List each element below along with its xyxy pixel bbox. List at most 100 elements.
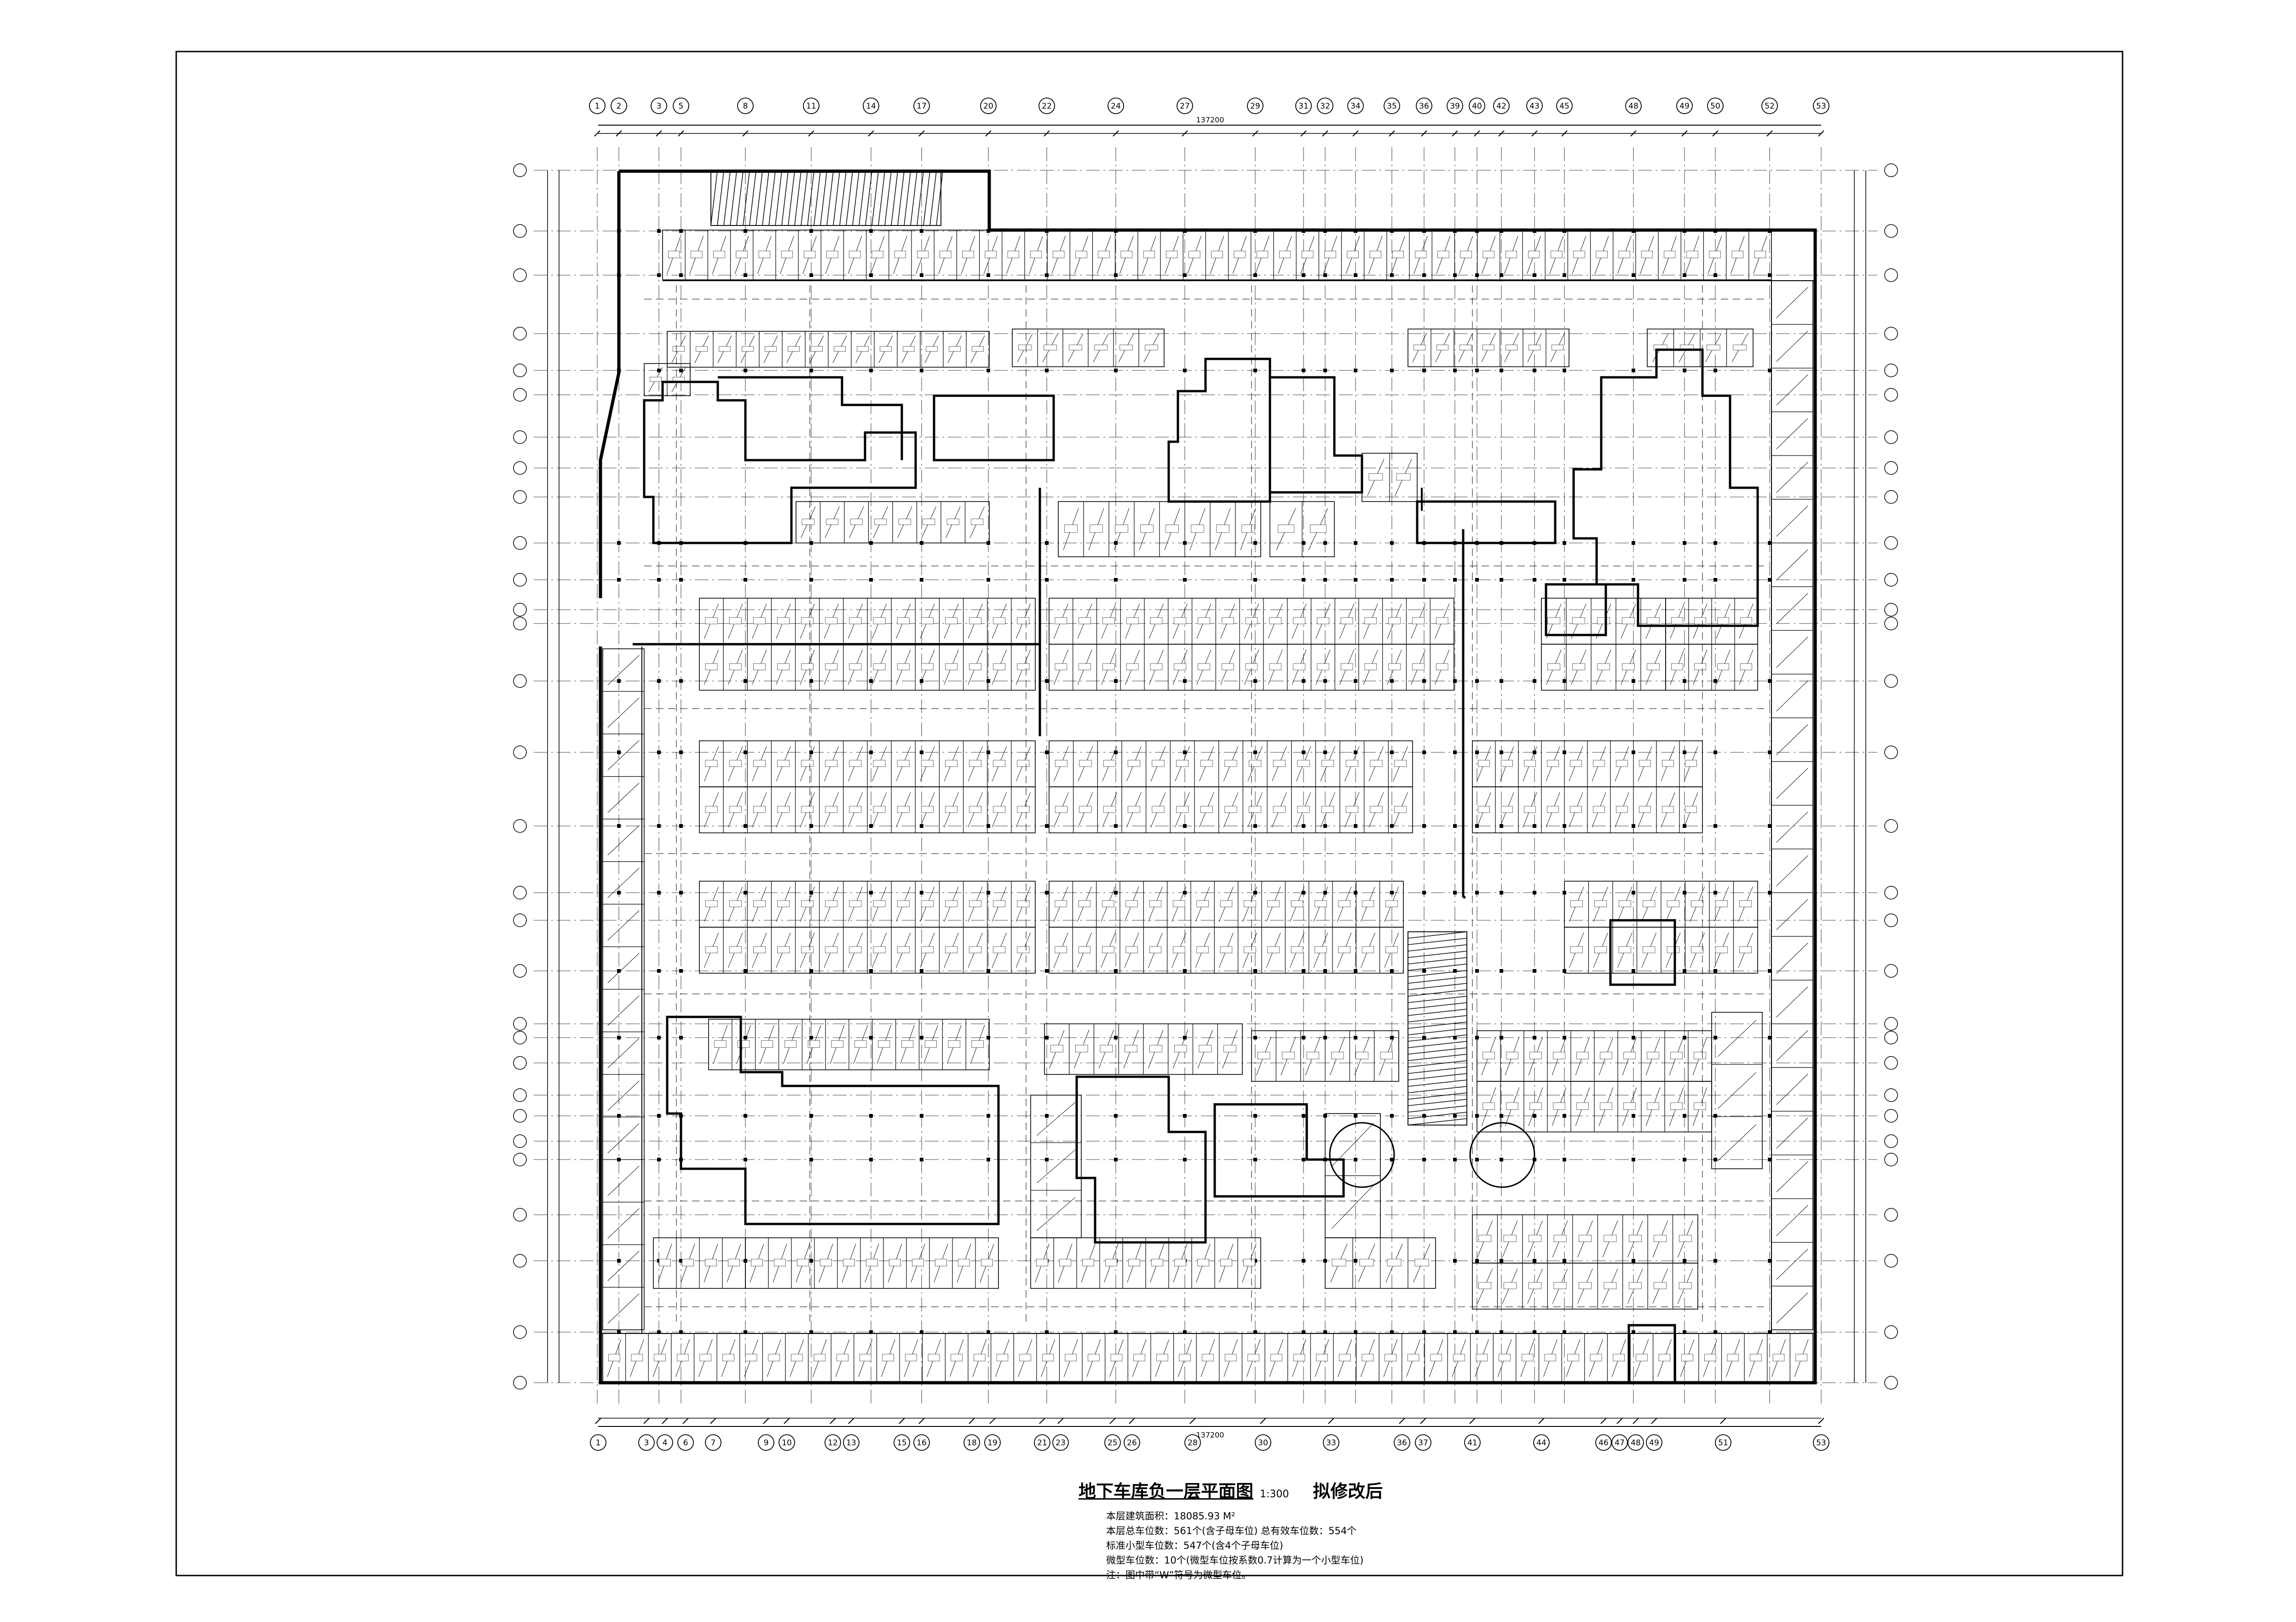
- grid-bubble: [1108, 98, 1124, 114]
- grid-bubble-label: 5: [679, 102, 684, 111]
- grid-bubble-left: [513, 886, 527, 900]
- grid-bubble-left: [513, 617, 527, 630]
- grid-bubble: [913, 1434, 930, 1451]
- grid-bubble-right: [1884, 268, 1898, 282]
- grid-bubble: [1526, 98, 1543, 114]
- grid-bubble-right: [1884, 603, 1898, 617]
- grid-bubble: [825, 1434, 841, 1451]
- grid-bubble-right: [1884, 388, 1898, 402]
- ramp-hatch: [710, 171, 1467, 1126]
- grid-bubble-right: [1884, 364, 1898, 377]
- grid-bubble-right: [1884, 1017, 1898, 1031]
- grid-bubble-right: [1884, 1088, 1898, 1102]
- grid-bubble-left: [513, 1254, 527, 1268]
- grid-bubble-label: 41: [1467, 1438, 1477, 1448]
- grid-bubble: [1625, 98, 1642, 114]
- grid-bubble-left: [513, 364, 527, 377]
- grid-bubble-right: [1884, 819, 1898, 833]
- grid-bubble: [1052, 1434, 1069, 1451]
- grid-bubble: [1295, 98, 1312, 114]
- grid-bubble-right: [1884, 1254, 1898, 1268]
- grid-bubble-left: [513, 224, 527, 238]
- grid-bubble: [1347, 98, 1364, 114]
- total-dimension-bottom: 137200: [1196, 1431, 1224, 1439]
- grid-bubble: [1707, 98, 1724, 114]
- grid-bubble-right: [1884, 1325, 1898, 1339]
- grid-bubble-label: 28: [1188, 1438, 1198, 1448]
- grid-bubble-right: [1884, 964, 1898, 978]
- grid-bubble: [1676, 98, 1693, 114]
- drawing-notes: 本层建筑面积：18085.93 M² 本层总车位数：561个(含子母车位) 总有…: [1106, 1509, 1539, 1582]
- grid-bubble-label: 1: [595, 102, 600, 111]
- grid-bubble: [1469, 98, 1485, 114]
- grid-bubble: [673, 98, 689, 114]
- grid-bubble-left: [513, 603, 527, 617]
- grid-bubble-right: [1884, 674, 1898, 688]
- grid-bubble-label: 53: [1816, 102, 1826, 111]
- grid-bubble-label: 23: [1056, 1438, 1066, 1448]
- grid-bubble-label: 50: [1710, 102, 1720, 111]
- grid-bubble-left: [513, 388, 527, 402]
- grid-bubble-left: [513, 268, 527, 282]
- grid-bubble: [1715, 1434, 1731, 1451]
- grid-bubble-label: 36: [1419, 102, 1429, 111]
- grid-bubble: [1255, 1434, 1271, 1451]
- grid-bubble: [758, 1434, 774, 1451]
- grid-bubble-label: 34: [1350, 102, 1361, 111]
- grid-bubble-left: [513, 674, 527, 688]
- grid-bubble: [638, 1434, 655, 1451]
- garage-outline: [599, 169, 1817, 1385]
- grid-bubble: [1556, 98, 1573, 114]
- note-line: 微型车位数：10个(微型车位按系数0.7计算为一个小型车位): [1106, 1555, 1364, 1566]
- note-line: 注：图中带“W”符号为微型车位。: [1106, 1570, 1252, 1581]
- grid-bubble-label: 51: [1718, 1438, 1728, 1448]
- grid-bubble-label: 9: [764, 1438, 769, 1448]
- grid-bubble-label: 49: [1649, 1438, 1659, 1448]
- title-block: 地下车库负一层平面图 1:300 拟修改后 本层建筑面积：18085.93 M²…: [1079, 1477, 1539, 1582]
- grid-bubble-right: [1884, 1208, 1898, 1222]
- grid-bubble-right: [1884, 886, 1898, 900]
- note-line: 本层建筑面积：18085.93 M²: [1106, 1511, 1235, 1522]
- grid-bubble-label: 18: [967, 1438, 977, 1448]
- grid-bubble: [1177, 98, 1193, 114]
- note-line: 本层总车位数：561个(含子母车位) 总有效车位数：554个: [1106, 1525, 1357, 1536]
- grid-bubble-label: 2: [617, 102, 622, 111]
- drawing-scale: 1:300: [1260, 1489, 1289, 1500]
- grid-bubble-label: 48: [1628, 102, 1638, 111]
- grid-bubble-label: 39: [1450, 102, 1460, 111]
- grid-bubble: [1447, 98, 1463, 114]
- grid-bubble-left: [513, 573, 527, 587]
- grid-bubble-right: [1884, 490, 1898, 504]
- grid-bubble-label: 32: [1320, 102, 1330, 111]
- grid-bubble: [913, 98, 930, 114]
- grid-bubble-right: [1884, 1031, 1898, 1045]
- grid-bubble-label: 36: [1397, 1438, 1407, 1448]
- grid-bubble: [1104, 1434, 1121, 1451]
- dimension-line-top: 137200: [594, 115, 1824, 137]
- grid-bubble-right: [1884, 617, 1898, 630]
- grid-bubble-label: 44: [1536, 1438, 1546, 1448]
- grid-bubble-left: [513, 1376, 527, 1390]
- grid-bubble-label: 20: [983, 102, 993, 111]
- lower-service-cores: [666, 919, 1676, 1384]
- grid-bubble: [863, 98, 879, 114]
- grid-bubble: [984, 1434, 1001, 1451]
- grid-bubble-label: 10: [782, 1438, 792, 1448]
- grid-bubble-left: [513, 430, 527, 444]
- grid-bubble: [1627, 1434, 1644, 1451]
- grid-bubble-left: [513, 1208, 527, 1222]
- note-line: 标准小型车位数：547个(含4个子母车位): [1106, 1540, 1283, 1551]
- grid-bubble-right: [1884, 1134, 1898, 1148]
- grid-bubble-label: 37: [1418, 1438, 1428, 1448]
- grid-bubble: [1184, 1434, 1201, 1451]
- structure-details: [633, 488, 1535, 1188]
- grid-bubble: [611, 98, 627, 114]
- upper-service-cores: [643, 348, 1759, 636]
- grid-bubble: [1813, 1434, 1829, 1451]
- grid-bubble: [1611, 1434, 1628, 1451]
- grid-bubble: [1813, 98, 1829, 114]
- grid-bubble-label: 48: [1631, 1438, 1641, 1448]
- grid-bubble-right: [1884, 1376, 1898, 1390]
- grid-bubble-left: [513, 1017, 527, 1031]
